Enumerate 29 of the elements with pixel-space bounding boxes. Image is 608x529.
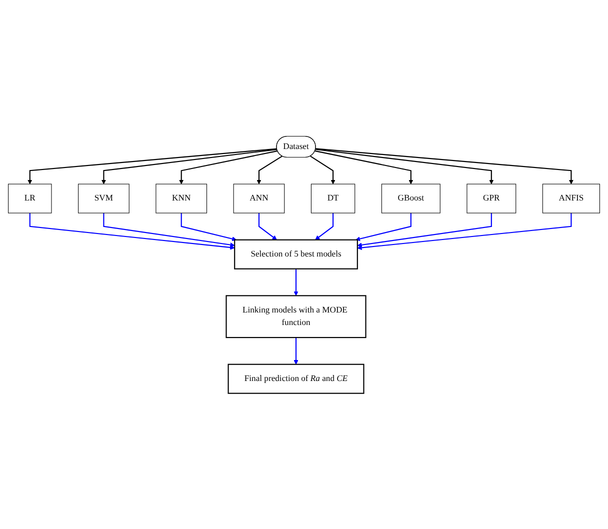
arrow [294,268,298,296]
node-box: Linking models with a MODE function [226,294,366,338]
node-box: ANFIS [542,183,600,213]
arrow [103,212,235,247]
node-box: ANN [233,183,285,213]
arrow [256,155,282,184]
node-box: Selection of 5 best models [234,239,358,270]
arrow [310,155,336,184]
arrow [357,212,572,250]
arrow [316,148,574,184]
arrow [315,148,494,184]
arrow [101,148,278,184]
node-box: SVM [78,183,130,213]
arrow [357,212,492,247]
arrow [355,212,412,241]
node-box: LR [8,183,52,213]
arrow [180,212,237,241]
node-box: KNN [156,183,208,213]
arrow [315,212,334,240]
node-box: DT [310,183,356,213]
arrow [314,150,414,184]
arrow [29,212,235,250]
node-box: GPR [466,183,516,213]
node-box: Final prediction of Ra and CE [228,364,364,394]
arrow [294,337,298,364]
arrow [179,150,278,184]
node-box: GBoost [381,183,440,213]
arrow [258,212,277,240]
arrow [28,148,277,184]
